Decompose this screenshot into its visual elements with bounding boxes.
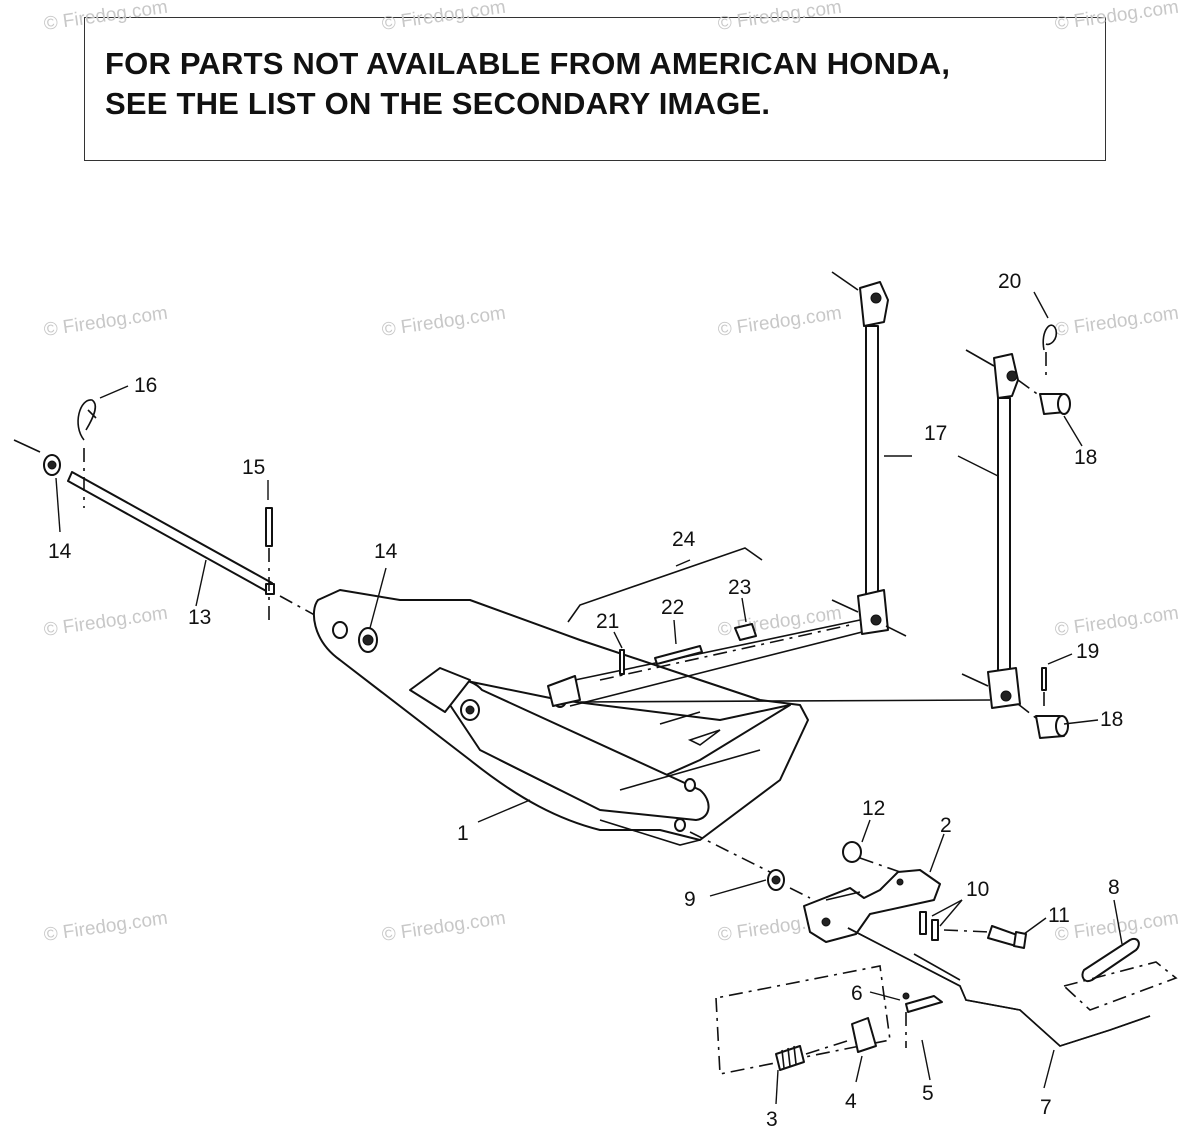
hair-pin-part-16 — [77, 399, 97, 508]
callout-8: 8 — [1108, 876, 1120, 899]
bracket-part-2 — [803, 869, 941, 943]
bolt-part-11 — [943, 925, 1027, 949]
pin-part-18 — [1017, 703, 1069, 739]
callout-2: 2 — [940, 814, 952, 837]
callout-15: 15 — [242, 456, 265, 479]
callout-9: 9 — [684, 888, 696, 911]
callout-18: 18 — [1100, 708, 1123, 731]
callout-16: 16 — [134, 374, 157, 397]
callout-14: 14 — [48, 540, 72, 563]
rod-part-7 — [847, 927, 1151, 1047]
callout-4: 4 — [845, 1090, 857, 1113]
spring-parts-group — [715, 965, 943, 1075]
rod-part-17 — [961, 349, 1021, 709]
callout-11: 11 — [1048, 904, 1070, 927]
washer-part-9 — [689, 831, 811, 899]
notice-box: FOR PARTS NOT AVAILABLE FROM AMERICAN HO… — [84, 17, 1106, 161]
callout-17: 17 — [924, 422, 947, 445]
callout-10: 10 — [966, 878, 989, 901]
grip-part-8 — [1062, 938, 1178, 1011]
bolt-part-10 — [919, 911, 939, 941]
clip-part-20 — [1042, 324, 1058, 380]
callout-22: 22 — [661, 596, 684, 619]
washer-part-14 — [358, 627, 378, 653]
callout-6: 6 — [851, 982, 863, 1005]
linkage-part-24 — [547, 547, 991, 707]
callout-5: 5 — [922, 1082, 934, 1105]
pin-part-19 — [1041, 667, 1047, 712]
pin-part-18 — [1017, 379, 1071, 415]
bracket-part-1 — [312, 589, 809, 846]
callout-23: 23 — [728, 576, 751, 599]
leader-lines — [55, 291, 1123, 1105]
callout-19: 19 — [1076, 640, 1099, 663]
callout-24: 24 — [672, 528, 696, 551]
callout-21: 21 — [596, 610, 619, 633]
callout-14: 14 — [374, 540, 398, 563]
callout-13: 13 — [188, 606, 211, 629]
callout-18: 18 — [1074, 446, 1097, 469]
callout-20: 20 — [998, 270, 1021, 293]
notice-line-2: SEE THE LIST ON THE SECONDARY IMAGE. — [105, 86, 771, 121]
notice-line-1: FOR PARTS NOT AVAILABLE FROM AMERICAN HO… — [105, 46, 951, 81]
rod-part-17 — [831, 271, 907, 637]
callout-3: 3 — [766, 1108, 778, 1131]
callout-12: 12 — [862, 797, 885, 820]
callout-7: 7 — [1040, 1096, 1052, 1119]
pin-part-15 — [265, 507, 273, 620]
nut-part-12 — [842, 841, 901, 873]
callout-1: 1 — [457, 822, 469, 845]
